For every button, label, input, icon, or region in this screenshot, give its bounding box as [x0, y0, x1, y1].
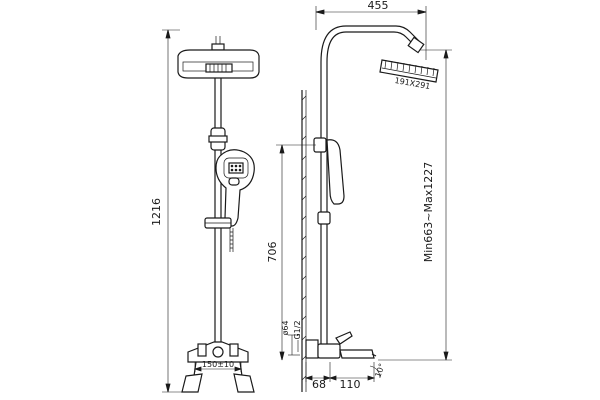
wall-offset-label: 68: [312, 378, 326, 391]
spout-length-label: 110: [340, 378, 361, 391]
front-view: 1216: [150, 29, 260, 393]
thread-label: G1/2: [293, 320, 302, 339]
center-distance-label: 150±10: [202, 360, 234, 369]
slide-height-label: 706: [266, 242, 279, 263]
hand-shower: [215, 149, 255, 227]
width-dimension: 455: [315, 0, 427, 60]
slide-height-dimension: 706: [266, 144, 316, 361]
wall: [301, 90, 307, 392]
shower-hose: [229, 228, 234, 252]
side-hand-shower: [313, 137, 345, 225]
pipe-diameter-label: ø64: [281, 320, 290, 335]
total-height-label: 1216: [150, 198, 163, 226]
riser-pipe: [208, 78, 228, 345]
side-view: 455 191X291: [266, 0, 452, 392]
bottom-dimensions: 68 110 10°: [304, 362, 387, 391]
overhead-shower-head: [177, 36, 260, 79]
adjust-range-dimension: Min663~Max1227: [378, 49, 452, 361]
adjust-range-label: Min663~Max1227: [422, 162, 435, 262]
center-distance-dimension: 150±10: [193, 360, 243, 372]
side-overhead-head: 191X291: [379, 59, 439, 91]
total-height-dimension: 1216: [150, 29, 190, 393]
slider-bracket: [204, 217, 232, 229]
width-label: 455: [368, 0, 389, 12]
side-mixer-valve: [305, 331, 377, 359]
spout-angle-label: 10°: [373, 362, 386, 378]
mixer-valve: [181, 341, 255, 393]
side-riser-and-arm: [320, 25, 425, 345]
connection-callouts: ø64 G1/2: [281, 320, 302, 356]
